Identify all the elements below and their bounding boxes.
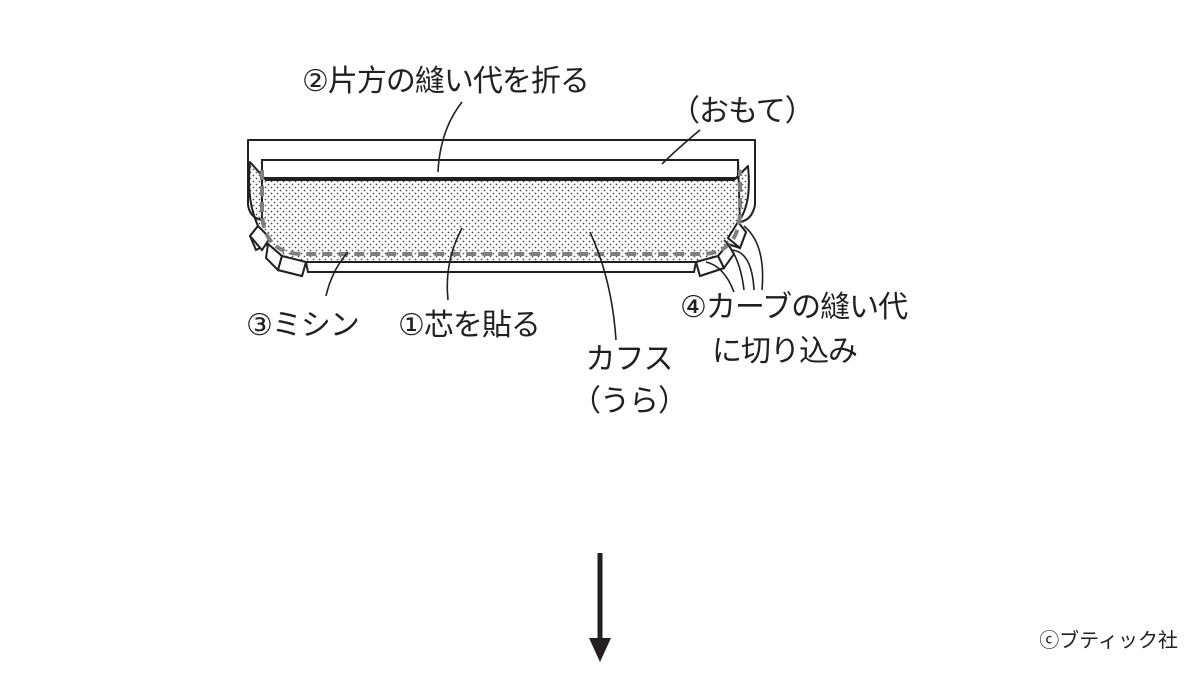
label-cuff-line2: （うら） <box>571 384 688 419</box>
leader-notch-2 <box>731 249 755 291</box>
copyright-credit: ⓒブティック社 <box>1039 628 1178 652</box>
label-fold-seam: ②片方の縫い代を折る <box>302 64 590 99</box>
label-notch-line1: ④カーブの縫い代 <box>680 290 908 325</box>
leader-notch-4 <box>705 261 735 293</box>
leader-stitch <box>325 251 349 297</box>
stitch-line <box>260 170 742 256</box>
label-front-side: （おもて） <box>670 94 815 129</box>
leader-cuff <box>589 231 617 341</box>
notch-tab-right-3 <box>694 254 726 278</box>
notch-tab-left-3 <box>276 254 308 278</box>
label-stitch: ③ミシン <box>246 308 360 343</box>
arrow-down-icon <box>589 553 611 662</box>
label-notch-line2: に切り込み <box>712 334 858 369</box>
folded-seam-allowance <box>261 159 739 179</box>
leader-notch-1 <box>723 239 745 291</box>
leader-front-side <box>661 129 701 165</box>
leader-interfacing <box>446 227 463 301</box>
cuff-back-body <box>248 161 750 277</box>
leader-notch-3 <box>743 225 764 291</box>
label-cuff-line1: カフス <box>585 342 674 377</box>
leader-fold-seam <box>437 101 463 173</box>
label-interfacing: ①芯を貼る <box>398 308 541 343</box>
cuff-bottom-hem <box>304 261 698 273</box>
